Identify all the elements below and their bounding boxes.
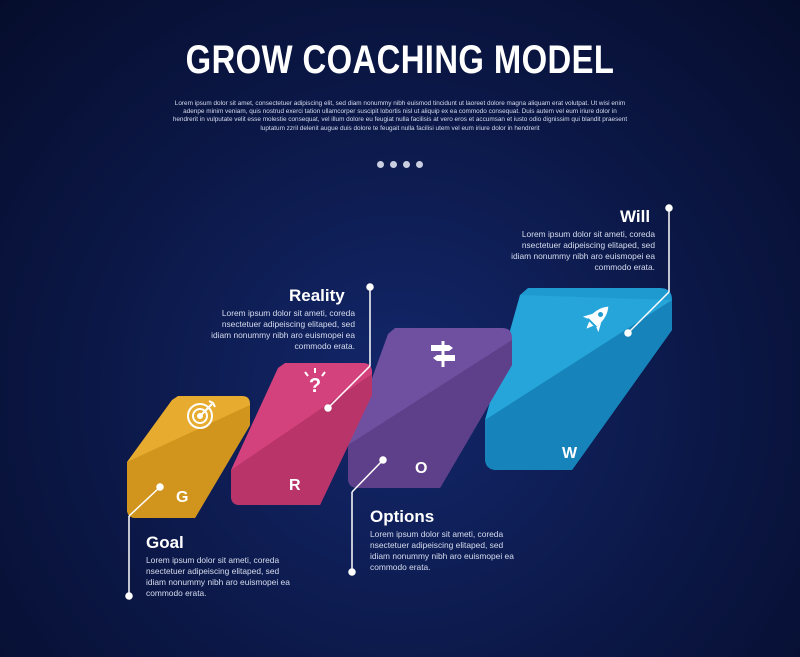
reality-description: Lorem ipsum dolor sit ameti, coreda nsec…	[211, 308, 355, 351]
letter-g: G	[176, 489, 189, 506]
pagination-dots	[0, 155, 800, 173]
page-title: GROW COACHING MODEL	[185, 38, 615, 82]
dot	[416, 161, 423, 168]
options-description: Lorem ipsum dolor sit ameti, coreda nsec…	[370, 529, 514, 572]
dot	[403, 161, 410, 168]
block-o	[348, 328, 512, 488]
dot	[390, 161, 397, 168]
rocket-icon	[582, 306, 609, 333]
block-w	[485, 288, 672, 470]
signpost-icon	[431, 341, 455, 367]
question-icon: ?	[304, 368, 326, 397]
target-icon	[187, 400, 216, 429]
letter-w: W	[562, 445, 578, 462]
will-title: Will	[620, 207, 651, 226]
reality-title: Reality	[289, 286, 345, 305]
connector-lines	[125, 204, 673, 600]
goal-description: Lorem ipsum dolor sit ameti, coreda nsec…	[146, 555, 290, 598]
dot	[377, 161, 384, 168]
intro-text: Lorem ipsum dolor sit amet, consectetuer…	[172, 100, 628, 132]
svg-text:?: ?	[309, 375, 321, 397]
options-title: Options	[370, 507, 435, 526]
goal-title: Goal	[146, 533, 184, 552]
letter-o: O	[415, 460, 428, 477]
letter-r: R	[289, 477, 301, 494]
will-description: Lorem ipsum dolor sit ameti, coreda nsec…	[511, 229, 655, 272]
